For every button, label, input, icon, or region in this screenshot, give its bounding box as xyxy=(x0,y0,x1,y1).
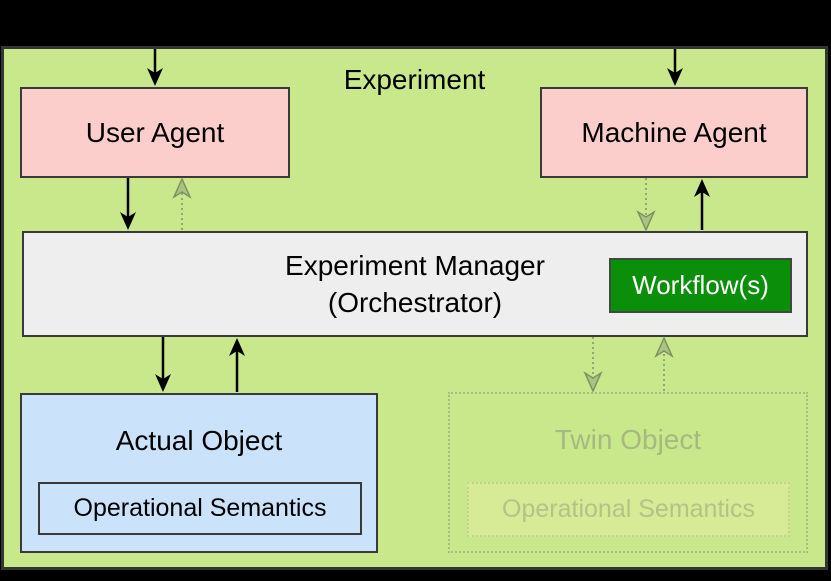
experiment-title: Experiment xyxy=(343,64,486,95)
machine-agent-label: Machine Agent xyxy=(581,116,767,148)
experiment-manager-label-line2: (Orchestrator) xyxy=(327,287,503,318)
user-agent-box: User Agent xyxy=(20,87,290,178)
actual-object-label: Actual Object xyxy=(115,425,283,456)
machine-agent-box: Machine Agent xyxy=(540,87,808,178)
workflows-label: Workflow(s) xyxy=(632,270,769,300)
actual-operational-semantics-box: Operational Semantics xyxy=(38,482,362,535)
user-agent-label: User Agent xyxy=(85,116,225,148)
experiment-manager-label-line1: Experiment Manager xyxy=(285,250,545,281)
twin-object-box: Twin Object xyxy=(448,392,808,553)
twin-operational-semantics-box: Operational Semantics xyxy=(467,482,790,537)
workflows-box: Workflow(s) xyxy=(609,258,792,313)
twin-operational-semantics-label: Operational Semantics xyxy=(502,495,755,523)
twin-object-label: Twin Object xyxy=(554,424,702,455)
actual-operational-semantics-label: Operational Semantics xyxy=(73,494,327,522)
